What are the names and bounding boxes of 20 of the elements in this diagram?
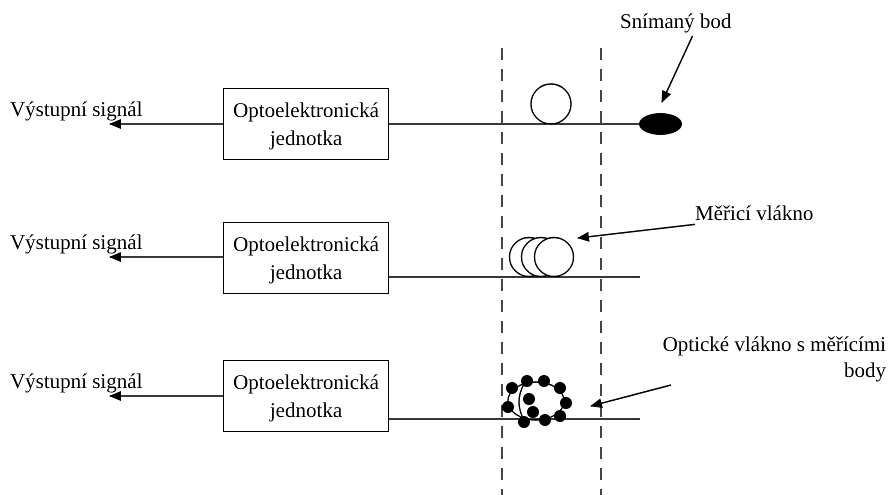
callout-text: Optické vlákno s měřícími body [662, 331, 886, 385]
optical-fiber-line [389, 123, 639, 125]
arrow [109, 252, 223, 262]
arrow [109, 119, 223, 129]
callout-text: Snímaný bod [620, 8, 778, 36]
process-box: Optoelektronická jednotka [223, 360, 389, 432]
callout-text: Měřicí vlákno [695, 200, 873, 228]
callout-text: Výstupní signál [10, 96, 154, 122]
process-box: Optoelektronická jednotka [223, 222, 389, 294]
leader-arrow [661, 36, 694, 103]
callout-text: Výstupní signál [10, 368, 154, 394]
arrow [109, 391, 223, 401]
callout-text: Výstupní signál [10, 229, 154, 255]
fiber-coil-drawing [509, 236, 575, 278]
leader-arrow [577, 224, 696, 242]
optical-fiber-line [389, 276, 640, 278]
process-box: Optoelektronická jednotka [223, 88, 389, 160]
sensing-point-ellipse [639, 113, 682, 135]
leader-arrow [590, 384, 672, 408]
optical-fiber-line [389, 418, 640, 420]
